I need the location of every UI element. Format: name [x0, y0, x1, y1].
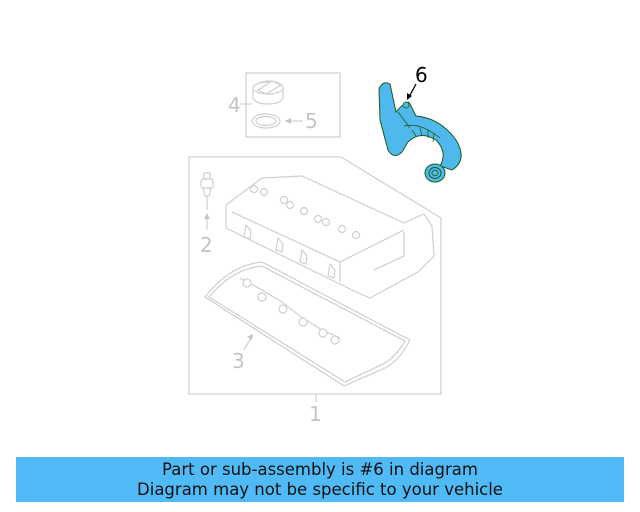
seal-icon: [251, 113, 281, 129]
callout-4: 4: [228, 93, 241, 117]
inset-box: [245, 72, 341, 138]
callout-6: 6: [415, 63, 428, 87]
valve-cover-icon: [225, 175, 435, 299]
gasket-icon: [204, 261, 411, 387]
callout-3: 3: [232, 349, 245, 373]
sensor-icon: [200, 172, 214, 210]
info-banner: Part or sub-assembly is #6 in diagram Di…: [16, 457, 624, 502]
callout-2: 2: [200, 233, 213, 257]
banner-line-1: Part or sub-assembly is #6 in diagram: [162, 459, 478, 479]
banner-line-2: Diagram may not be specific to your vehi…: [137, 479, 503, 499]
oil-cap-icon: [252, 80, 284, 105]
callout-5: 5: [305, 109, 318, 133]
hose-icon: [378, 82, 462, 183]
assembly-box: [188, 156, 442, 395]
parts-diagram: 4 5 1 2: [188, 63, 462, 426]
callout-1: 1: [309, 402, 322, 426]
